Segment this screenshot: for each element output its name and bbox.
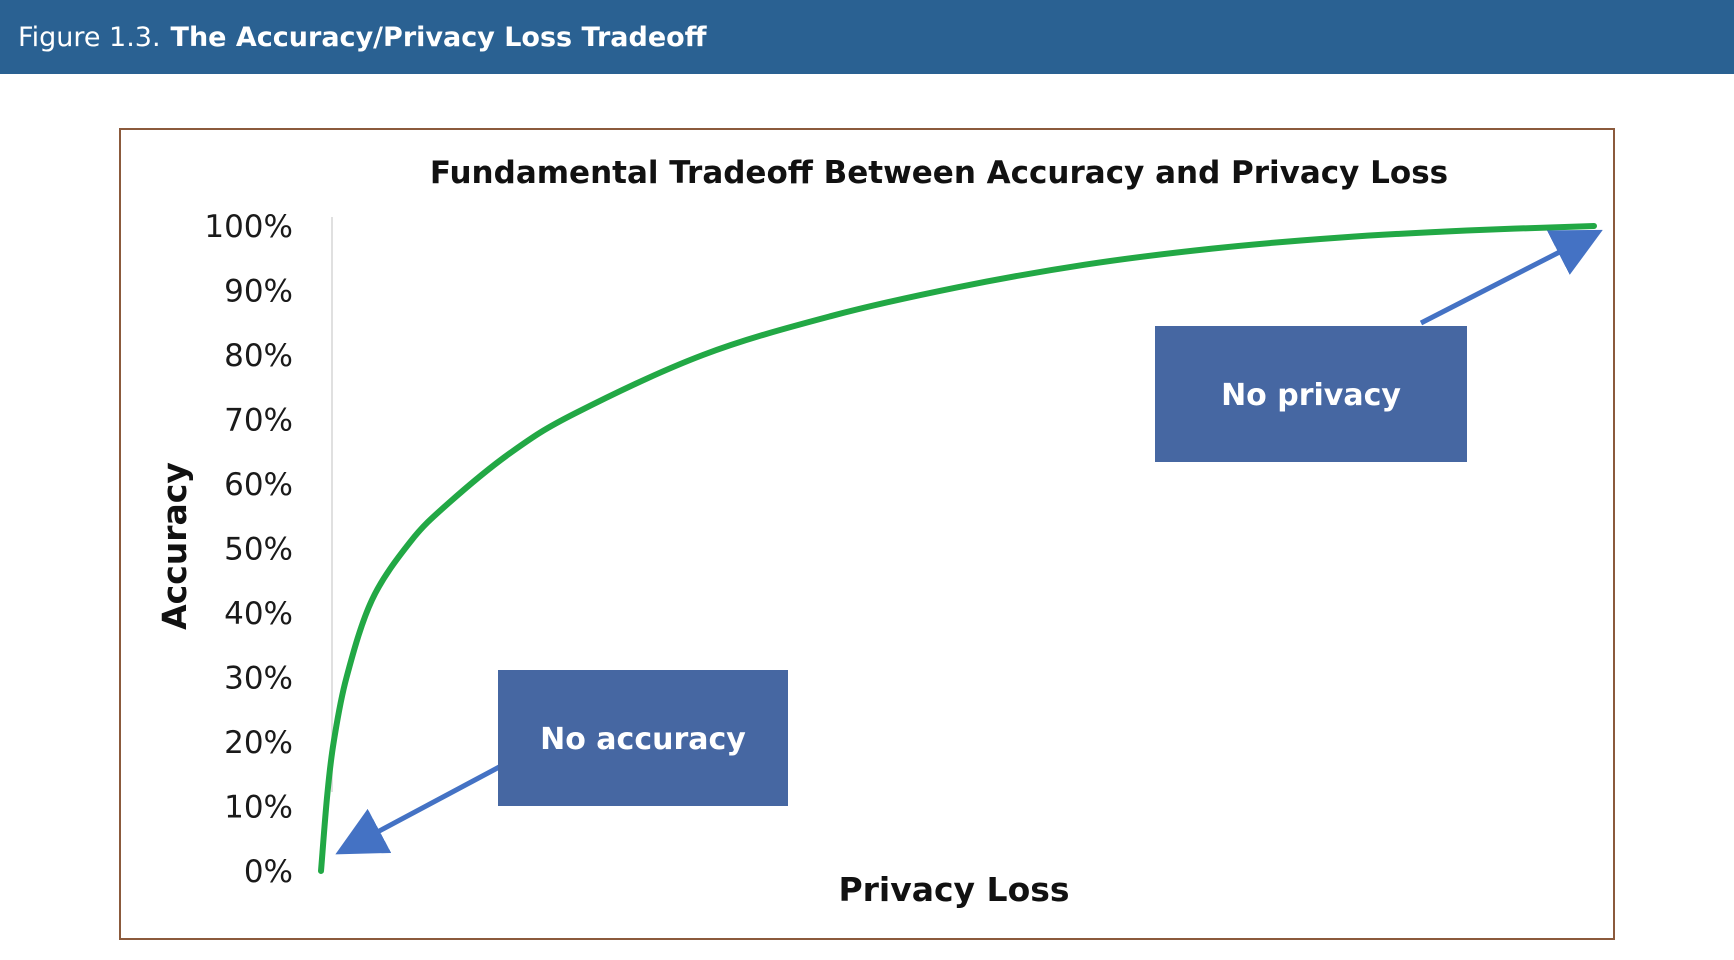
no-privacy-callout (1155, 326, 1467, 462)
chart-title: Fundamental Tradeoff Between Accuracy an… (430, 155, 1448, 191)
y-axis-ticks: 0% 10% 20% 30% 40% 50% 60% 70% 80% 90% 100% (204, 209, 293, 890)
y-tick-label: 20% (224, 725, 293, 761)
x-axis-title: Privacy Loss (838, 870, 1069, 909)
y-tick-label: 100% (204, 209, 293, 245)
no-privacy-arrow (1419, 229, 1603, 326)
no-accuracy-callout (498, 670, 788, 806)
no-accuracy-label: No accuracy (540, 722, 746, 757)
chart-svg: Fundamental Tradeoff Between Accuracy an… (155, 155, 1603, 909)
figure-header: Figure 1.3. The Accuracy/Privacy Loss Tr… (0, 0, 1734, 74)
y-tick-label: 40% (224, 596, 293, 632)
y-tick-label: 70% (224, 403, 293, 439)
accuracy-privacy-curve (318, 223, 1597, 874)
chart-frame: Fundamental Tradeoff Between Accuracy an… (119, 128, 1615, 940)
y-tick-label: 30% (224, 661, 293, 697)
y-tick-label: 80% (224, 338, 293, 374)
no-privacy-label: No privacy (1221, 378, 1401, 413)
y-tick-label: 0% (244, 854, 293, 890)
y-axis-title: Accuracy (155, 462, 194, 630)
y-tick-label: 90% (224, 274, 293, 310)
y-tick-label: 60% (224, 467, 293, 503)
y-tick-label: 10% (224, 790, 293, 826)
y-tick-label: 50% (224, 532, 293, 568)
figure-title: The Accuracy/Privacy Loss Tradeoff (170, 21, 707, 53)
no-accuracy-arrow (335, 762, 505, 855)
figure-number: Figure 1.3. (18, 21, 161, 53)
